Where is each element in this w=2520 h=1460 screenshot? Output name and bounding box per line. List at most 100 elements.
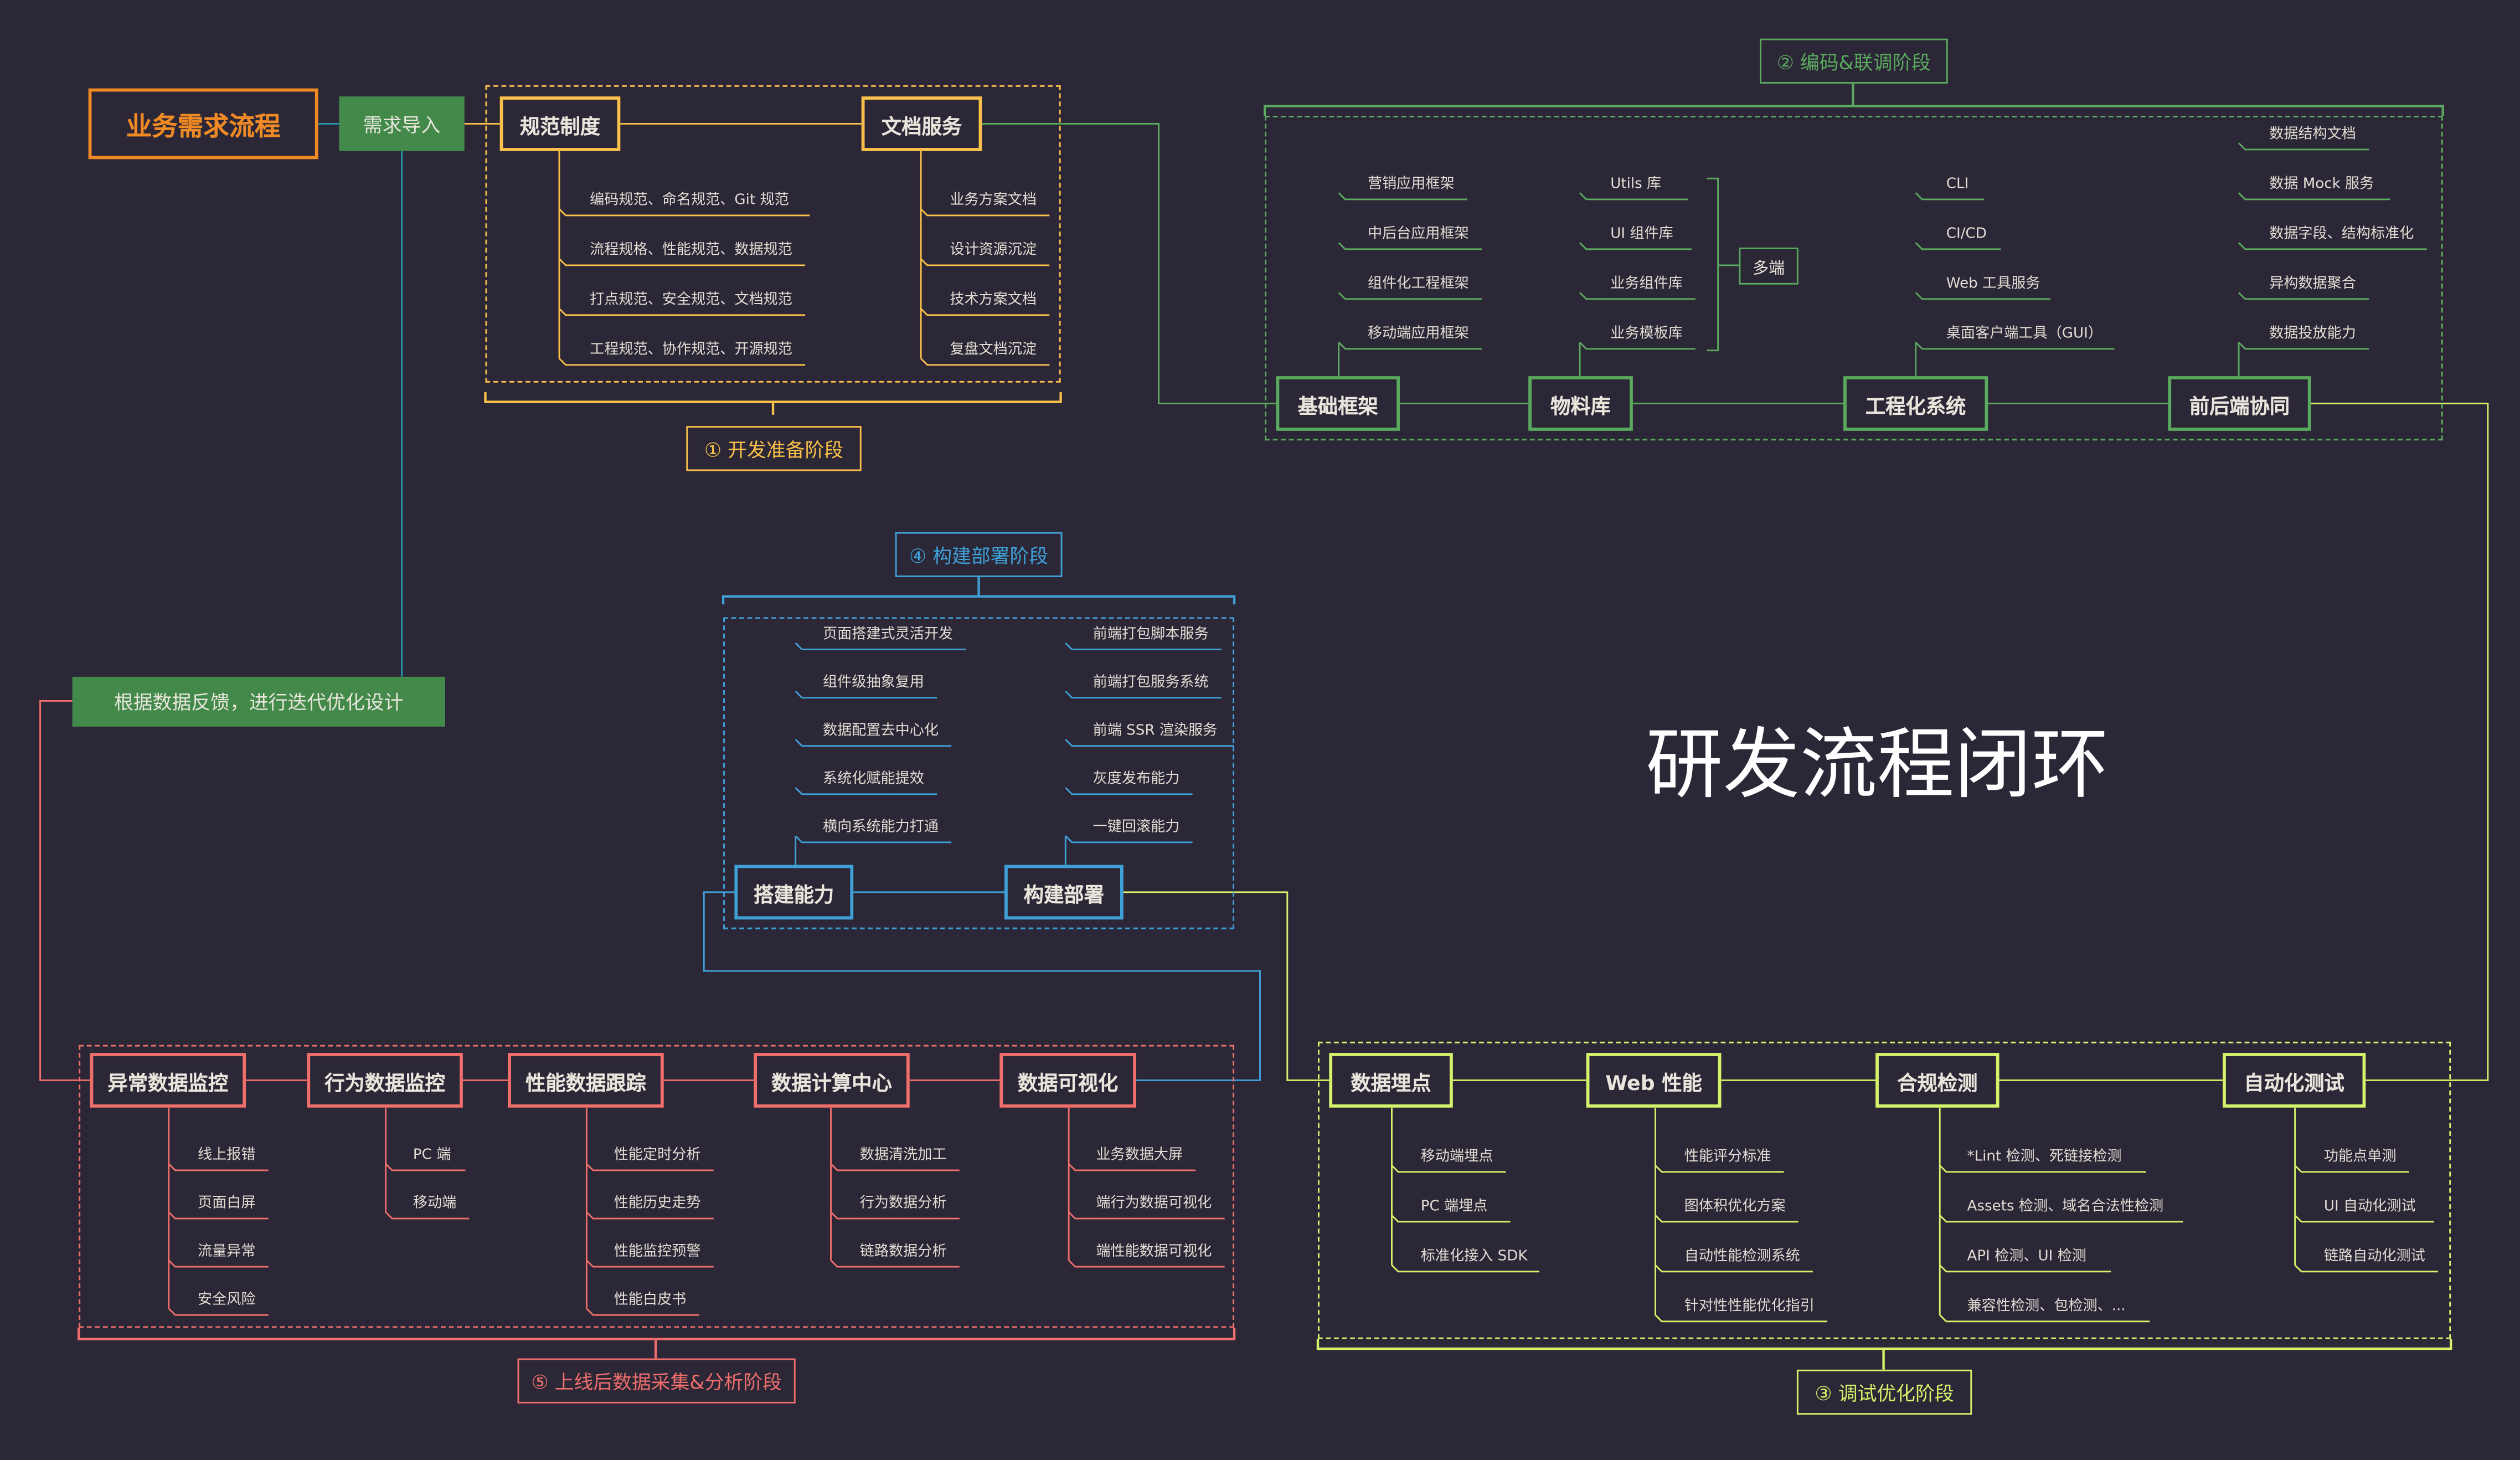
s2-framework-item[interactable]: 移动端应用框架 bbox=[1367, 326, 1469, 343]
s1-standards-item[interactable]: 打点规范、安全规范、文档规范 bbox=[590, 292, 792, 309]
s4-deploy-item[interactable]: 一键回滚能力 bbox=[1092, 820, 1180, 836]
s2-framework-item[interactable]: 组件化工程框架 bbox=[1367, 276, 1469, 293]
s5-visualize-item[interactable]: 端行为数据可视化 bbox=[1096, 1196, 1212, 1212]
s5-compute-item[interactable]: 链路数据分析 bbox=[859, 1244, 947, 1261]
stage5-label[interactable]: ⑤ 上线后数据采集&分析阶段 bbox=[517, 1358, 796, 1404]
s1-docs-item[interactable]: 技术方案文档 bbox=[950, 292, 1037, 309]
s1-docs-item[interactable]: 业务方案文档 bbox=[950, 193, 1037, 209]
s5-behavior-item[interactable]: PC 端 bbox=[413, 1148, 451, 1164]
s5-performance-item[interactable]: 性能监控预警 bbox=[614, 1244, 701, 1261]
s5-exception-item[interactable]: 安全风险 bbox=[197, 1292, 256, 1309]
stage3-label[interactable]: ③ 调试优化阶段 bbox=[1796, 1369, 1972, 1415]
s2-materials-item[interactable]: 业务组件库 bbox=[1610, 276, 1683, 293]
s5-exception-item[interactable]: 线上报错 bbox=[197, 1148, 256, 1164]
s2-collab-item[interactable]: 数据投放能力 bbox=[2269, 326, 2356, 343]
s5-compute-item[interactable]: 行为数据分析 bbox=[859, 1196, 947, 1212]
stage2-label[interactable]: ② 编码&联调阶段 bbox=[1760, 38, 1948, 84]
s2-framework-item[interactable]: 营销应用框架 bbox=[1367, 177, 1455, 193]
s3-compliance-item[interactable]: API 检测、UI 检测 bbox=[1967, 1249, 2086, 1266]
s5-exception-item[interactable]: 页面白屏 bbox=[197, 1196, 256, 1212]
s3-compliance-underline bbox=[1939, 1264, 2111, 1273]
s2-materials-item[interactable]: UI 组件库 bbox=[1610, 227, 1673, 243]
s4-node-deploy[interactable]: 构建部署 bbox=[1004, 865, 1124, 920]
s5-node-compute[interactable]: 数据计算中心 bbox=[754, 1053, 910, 1108]
s1-standards-item[interactable]: 工程规范、协作规范、开源规范 bbox=[590, 342, 792, 359]
s3-node-compliance[interactable]: 合规检测 bbox=[1875, 1053, 1999, 1108]
s3-compliance-item[interactable]: 兼容性检测、包检测、... bbox=[1967, 1299, 2126, 1315]
s2-materials-item[interactable]: Utils 库 bbox=[1610, 177, 1662, 193]
s5-performance-item[interactable]: 性能白皮书 bbox=[614, 1292, 687, 1309]
s1-node-docs[interactable]: 文档服务 bbox=[861, 96, 982, 151]
s2-engineering-item[interactable]: 桌面客户端工具（GUI） bbox=[1946, 326, 2102, 343]
stage1-label[interactable]: ① 开发准备阶段 bbox=[686, 426, 862, 471]
s4-build-item[interactable]: 横向系统能力打通 bbox=[823, 820, 939, 836]
s2-engineering-item[interactable]: CLI bbox=[1946, 177, 1969, 193]
s4-build-item[interactable]: 系统化赋能提效 bbox=[823, 772, 924, 788]
s3-webperf-item[interactable]: 性能评分标准 bbox=[1684, 1149, 1771, 1166]
s2-collab-item[interactable]: 数据 Mock 服务 bbox=[2269, 177, 2374, 193]
s3-node-autotest[interactable]: 自动化测试 bbox=[2223, 1053, 2366, 1108]
s5-behavior-item[interactable]: 移动端 bbox=[413, 1196, 457, 1212]
s3-webperf-item[interactable]: 针对性性能优化指引 bbox=[1684, 1299, 1815, 1315]
s2-collab-underline bbox=[2238, 342, 2369, 350]
s5-visualize-item[interactable]: 端性能数据可视化 bbox=[1096, 1244, 1212, 1261]
s3-autotest-item[interactable]: UI 自动化测试 bbox=[2323, 1199, 2416, 1216]
s3-compliance-item[interactable]: *Lint 检测、死链接检测 bbox=[1967, 1149, 2122, 1166]
s1-docs-item[interactable]: 复盘文档沉淀 bbox=[950, 342, 1037, 359]
s3-webperf-item[interactable]: 自动性能检测系统 bbox=[1684, 1249, 1800, 1266]
s4-deploy-item[interactable]: 前端打包脚本服务 bbox=[1092, 626, 1209, 643]
s2-materials-item[interactable]: 业务模板库 bbox=[1610, 326, 1683, 343]
s3-tracking-item[interactable]: 移动端埋点 bbox=[1420, 1149, 1493, 1166]
feedback-node[interactable]: 根据数据反馈，进行迭代优化设计 bbox=[72, 676, 445, 727]
s1-standards-item[interactable]: 编码规范、命名规范、Git 规范 bbox=[590, 193, 789, 209]
s2-node-collab[interactable]: 前后端协同 bbox=[2168, 376, 2311, 431]
start-node[interactable]: 业务需求流程 bbox=[88, 88, 318, 160]
import-node[interactable]: 需求导入 bbox=[339, 96, 465, 151]
s5-performance-item[interactable]: 性能定时分析 bbox=[614, 1148, 701, 1164]
s4-build-underline bbox=[795, 835, 952, 844]
stage4-label[interactable]: ④ 构建部署阶段 bbox=[895, 532, 1063, 577]
collab-to-autotest bbox=[2311, 403, 2489, 1081]
s2-framework-item[interactable]: 中后台应用框架 bbox=[1367, 227, 1469, 243]
s1-docs-underline bbox=[920, 308, 1050, 316]
s5-behavior-underline bbox=[385, 1211, 470, 1220]
s4-deploy-item[interactable]: 前端打包服务系统 bbox=[1092, 675, 1209, 692]
s2-node-materials[interactable]: 物料库 bbox=[1528, 376, 1633, 431]
s2-collab-item[interactable]: 数据字段、结构标准化 bbox=[2269, 227, 2414, 243]
s3-autotest-item[interactable]: 链路自动化测试 bbox=[2323, 1249, 2425, 1266]
s5-exception-item[interactable]: 流量异常 bbox=[197, 1244, 256, 1261]
s2-collab-item[interactable]: 异构数据聚合 bbox=[2269, 276, 2356, 293]
s2-node-engineering[interactable]: 工程化系统 bbox=[1843, 376, 1988, 431]
s5-compute-item[interactable]: 数据清洗加工 bbox=[859, 1148, 947, 1164]
s5-node-exception[interactable]: 异常数据监控 bbox=[90, 1053, 246, 1108]
s4-build-item[interactable]: 页面搭建式灵活开发 bbox=[823, 626, 954, 643]
s4-node-build-capability[interactable]: 搭建能力 bbox=[734, 865, 854, 920]
stage3-bracket bbox=[1316, 1339, 2452, 1350]
s3-node-tracking[interactable]: 数据埋点 bbox=[1329, 1053, 1453, 1108]
s2-engineering-item[interactable]: Web 工具服务 bbox=[1946, 276, 2040, 293]
s2-collab-item[interactable]: 数据结构文档 bbox=[2269, 127, 2356, 143]
s3-node-web-perf[interactable]: Web 性能 bbox=[1586, 1053, 1722, 1108]
s4-build-item[interactable]: 数据配置去中心化 bbox=[823, 723, 939, 740]
s3-tracking-item[interactable]: PC 端埋点 bbox=[1420, 1199, 1488, 1216]
s5-visualize-item[interactable]: 业务数据大屏 bbox=[1096, 1148, 1183, 1164]
s5-node-behavior[interactable]: 行为数据监控 bbox=[307, 1053, 463, 1108]
s1-node-standards[interactable]: 规范制度 bbox=[499, 96, 621, 151]
s2-node-framework[interactable]: 基础框架 bbox=[1276, 376, 1400, 431]
s3-autotest-item[interactable]: 功能点单测 bbox=[2323, 1149, 2397, 1166]
s3-compliance-item[interactable]: Assets 检测、域名合法性检测 bbox=[1967, 1199, 2164, 1216]
s4-build-item[interactable]: 组件级抽象复用 bbox=[823, 675, 924, 692]
s4-deploy-item[interactable]: 前端 SSR 渲染服务 bbox=[1092, 723, 1218, 740]
s3-tracking-item[interactable]: 标准化接入 SDK bbox=[1420, 1249, 1528, 1266]
s5-node-performance[interactable]: 性能数据跟踪 bbox=[508, 1053, 664, 1108]
s3-webperf-item[interactable]: 图体积优化方案 bbox=[1684, 1199, 1786, 1216]
s1-standards-item[interactable]: 流程规格、性能规范、数据规范 bbox=[590, 243, 792, 259]
s2-multi-end-tag[interactable]: 多端 bbox=[1739, 247, 1798, 285]
s3-webperf-underline bbox=[1655, 1314, 1828, 1323]
s1-docs-item[interactable]: 设计资源沉淀 bbox=[950, 243, 1037, 259]
s2-engineering-item[interactable]: CI/CD bbox=[1946, 227, 1987, 243]
stage4-bracket bbox=[722, 595, 1236, 605]
s5-performance-item[interactable]: 性能历史走势 bbox=[614, 1196, 701, 1212]
s5-node-visualize[interactable]: 数据可视化 bbox=[999, 1053, 1136, 1108]
s4-deploy-item[interactable]: 灰度发布能力 bbox=[1092, 772, 1180, 788]
